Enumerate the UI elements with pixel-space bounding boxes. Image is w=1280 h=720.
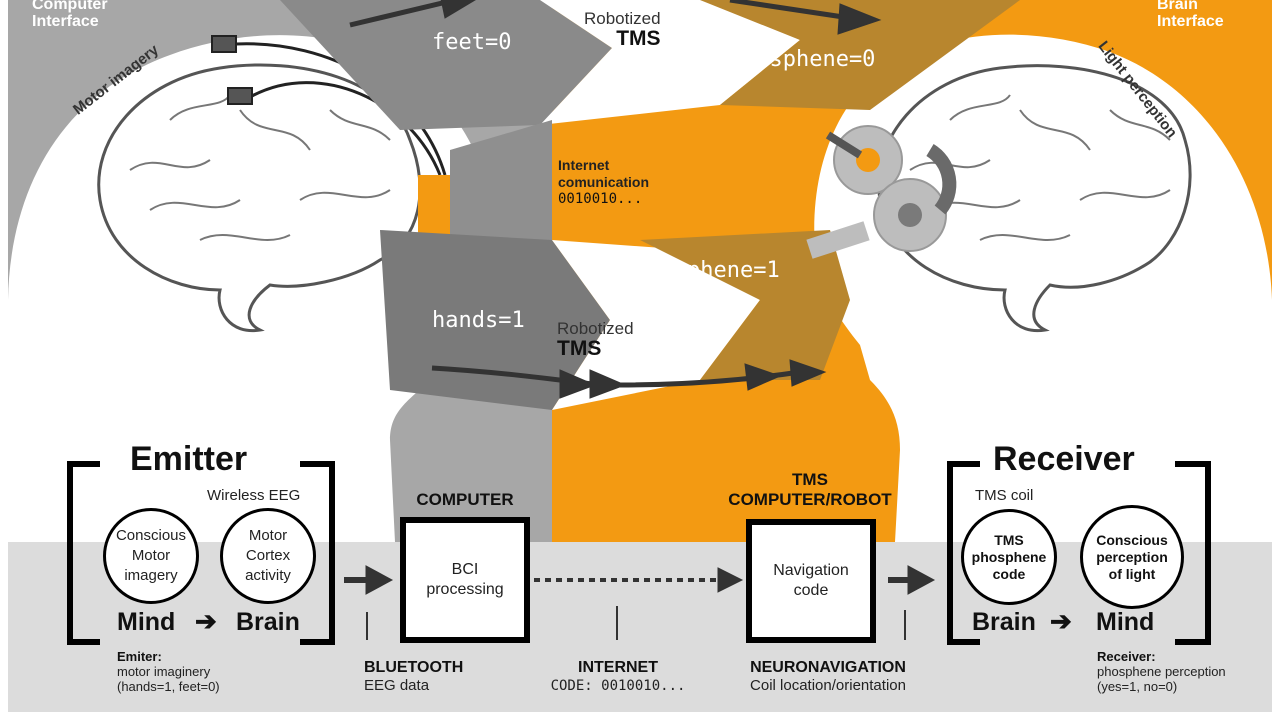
wireless-eeg-label: Wireless EEG xyxy=(207,487,301,504)
tms-coil-label: TMS coil xyxy=(975,487,1034,504)
internet-caption: INTERNET CODE: 0010010... xyxy=(540,658,696,695)
lower-grey-flow xyxy=(380,230,610,410)
internet-line1: Internet xyxy=(558,157,610,173)
lower-white-flow xyxy=(552,240,760,410)
conscious-motor-imagery-circle: Conscious Motor imagery xyxy=(103,508,199,604)
bottom-band xyxy=(0,542,1280,720)
conscious-perception-circle: Conscious perception of light xyxy=(1080,505,1184,609)
neuronavigation-caption: NEURONAVIGATION Coil location/orientatio… xyxy=(722,658,934,695)
phosphene-value-label: phosphene=1 xyxy=(634,258,780,283)
middle-grey-flow xyxy=(450,120,552,240)
feet-value-label: feet=0 xyxy=(432,30,512,55)
robotized-tms-upper: Robotized TMS xyxy=(584,10,661,50)
internet-communication-label: Internet comunication 0010010... xyxy=(558,157,649,208)
robotized-tms-lower: Robotized TMS xyxy=(557,320,634,360)
internet-code: 0010010... xyxy=(558,191,643,207)
coil-location-label: Coil location/orientation xyxy=(750,677,906,694)
tms-lower-text: TMS xyxy=(557,337,602,360)
emitter-bracket xyxy=(67,461,335,645)
robotized-lower-text: Robotized xyxy=(557,319,634,338)
receiver-note-line2: (yes=1, no=0) xyxy=(1097,679,1178,694)
bci-processing-box: BCI processing xyxy=(400,517,530,643)
neuronavigation-label: NEURONAVIGATION xyxy=(750,659,906,676)
computer-interface-header: Computer Interface xyxy=(32,0,108,30)
tms-robot-title-line2: COMPUTER/ROBOT xyxy=(728,490,892,509)
computer-title: COMPUTER xyxy=(416,490,514,509)
brain-to-mind-arrow-icon: ➔ xyxy=(1050,606,1072,636)
receiver-mind-label: Mind xyxy=(1096,608,1155,636)
code-label: CODE: 0010010... xyxy=(550,678,686,694)
emitter-note-line2: (hands=1, feet=0) xyxy=(117,679,220,694)
tms-upper-text: TMS xyxy=(616,27,661,50)
no-phosphene-value-label: no phosphene=0 xyxy=(690,47,876,72)
internet-label: INTERNET xyxy=(578,659,658,676)
left-brain-icon xyxy=(97,63,422,333)
upper-arrow-trail xyxy=(349,0,882,35)
emitter-mind-label: Mind xyxy=(117,608,176,636)
upper-grey-flow xyxy=(280,0,612,130)
emitter-title: Emitter xyxy=(130,440,248,478)
receiver-note-title: Receiver: xyxy=(1097,649,1156,664)
upper-brown-flow xyxy=(700,0,1020,110)
tms-coil-icon xyxy=(806,125,957,259)
brain-interface-header: Brain Interface xyxy=(1157,0,1224,30)
navigation-code-box: Navigation code xyxy=(746,519,876,643)
emitter-note-title: Emiter: xyxy=(117,649,162,664)
internet-line2: comunication xyxy=(558,174,650,190)
tms-computer-robot-title: TMS COMPUTER/ROBOT xyxy=(690,470,930,510)
hands-value-label: hands=1 xyxy=(432,308,525,333)
receiver-brain-label: Brain xyxy=(972,608,1036,636)
emitter-note-line1: motor imaginery xyxy=(117,664,211,679)
receiver-note-line1: phosphene perception xyxy=(1097,664,1226,679)
eeg-data-label: EEG data xyxy=(364,677,430,694)
receiver-bracket xyxy=(947,461,1211,645)
tms-robot-title-line1: TMS xyxy=(792,470,828,489)
tms-phosphene-code-circle: TMS phosphene code xyxy=(961,509,1057,605)
bottom-connectors xyxy=(344,565,936,640)
lower-brown-flow xyxy=(640,230,850,380)
bluetooth-label: BLUETOOTH xyxy=(364,659,464,676)
emitter-brain-label: Brain xyxy=(236,608,300,636)
lower-arrow-trail xyxy=(431,359,827,399)
mind-to-brain-arrow-icon: ➔ xyxy=(195,606,217,636)
upper-white-flow xyxy=(540,0,800,125)
emitter-note: Emiter: motor imaginery (hands=1, feet=0… xyxy=(117,649,220,694)
bluetooth-caption: BLUETOOTH EEG data xyxy=(364,658,463,695)
receiver-title: Receiver xyxy=(993,440,1135,478)
motor-cortex-activity-circle: Motor Cortex activity xyxy=(220,508,316,604)
receiver-note: Receiver: phosphene perception (yes=1, n… xyxy=(1097,649,1226,694)
robotized-upper-text: Robotized xyxy=(584,9,661,28)
